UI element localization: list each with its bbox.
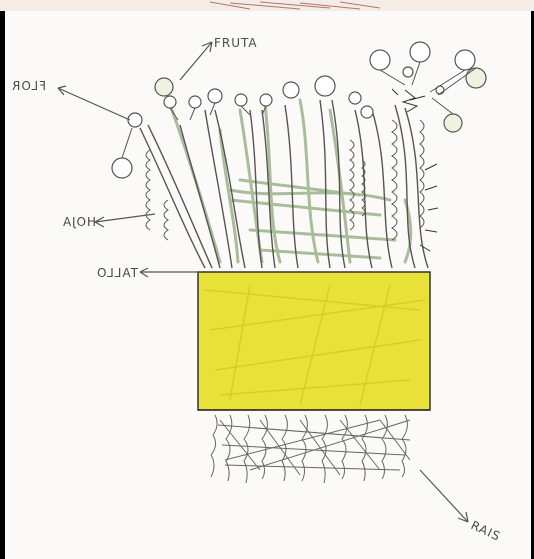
label-flor: FLOR <box>11 79 46 93</box>
flower-pot <box>198 272 430 410</box>
leaf-loops <box>146 120 424 240</box>
fruit-stems <box>122 62 476 158</box>
label-rais: RAIS <box>469 518 503 544</box>
fruits <box>112 42 486 178</box>
roots <box>211 415 410 483</box>
dark-foliage <box>392 89 438 251</box>
label-hoja: HOJA <box>62 215 96 229</box>
label-fruta: FRUTA <box>214 36 258 50</box>
label-tallo: TALLO <box>96 266 139 280</box>
top-scribble <box>210 2 380 9</box>
